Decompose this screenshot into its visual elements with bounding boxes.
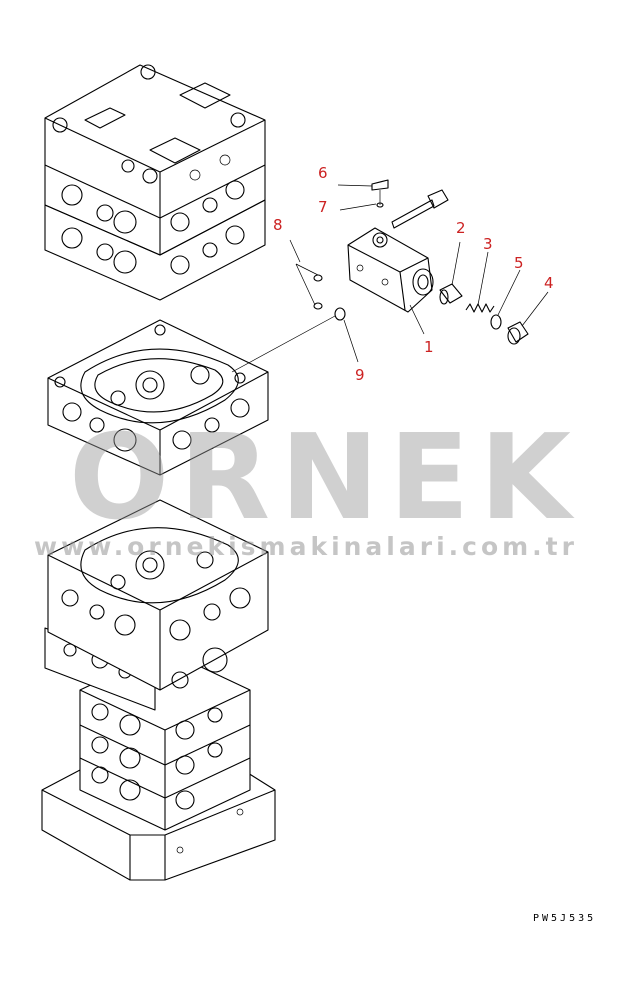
part-7-o-ring [376,202,384,208]
callout-5: 5 [514,254,524,272]
relief-valve-parts [231,179,549,373]
callout-8: 8 [273,216,283,234]
callout-2: 2 [456,219,466,237]
part-4-plug [507,321,529,345]
callout-9: 9 [355,366,365,384]
lower-valve-stack [41,499,276,881]
part-3-spring [465,303,495,313]
watermark-brand: ORNEK [69,408,581,546]
part-8-o-rings [295,263,323,310]
part-6-screw [371,179,389,205]
top-valve-block [44,64,266,301]
callout-4: 4 [544,274,554,292]
mounting-bolt [391,189,449,229]
part-5-o-ring [490,314,502,330]
part-9-o-ring [334,307,346,321]
drawing-code: PW5J535 [533,913,597,924]
watermark-url: www.ornekismakinalari.com.tr [34,532,578,561]
callout-1: 1 [424,338,434,356]
part-2-sleeve [439,283,463,305]
callout-3: 3 [483,235,493,253]
callout-7: 7 [318,198,328,216]
part-1-valve-body [347,227,434,313]
callout-6: 6 [318,164,328,182]
middle-valve-block [47,319,269,476]
